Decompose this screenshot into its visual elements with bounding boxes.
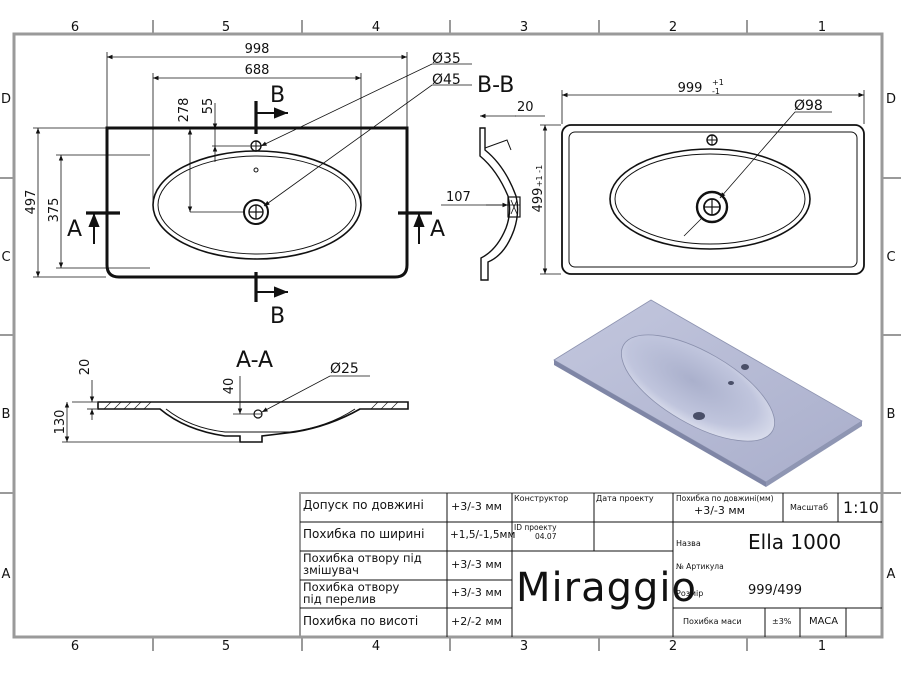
col-label-bottom: 6 [71,639,79,654]
length-tol-value: +3/-3 мм [694,504,745,517]
mass-tol-label: Похибка маси [683,617,742,626]
col-label-bottom: 5 [222,639,230,654]
col-label-top: 4 [372,20,380,35]
right-dim-height-tol: +1 -1 [535,165,544,187]
dim-height-label: 497 [24,190,39,215]
col-label-bottom: 4 [372,639,380,654]
date-label: Дата проекту [596,494,654,503]
section-b-bottom: B [270,304,285,329]
row-label-left: C [1,250,10,265]
top-view-annotations: 998 688 278 55 497 375 Ø35 Ø45 B B A A [24,42,461,329]
dia-45-label: Ø45 [432,72,461,88]
dia-25-label: Ø25 [330,361,359,377]
sink-3d-render [553,299,863,487]
col-label-top: 1 [818,20,826,35]
section-aa-dim-20: 20 [78,359,93,376]
tol-mixer-hole-label: Похибка отвору під змішувач [303,551,422,578]
brand-logo-text: Miraggio [516,565,697,611]
dim-inner-label: 688 [245,63,270,78]
name-label: Назва [676,539,701,548]
section-aa-title: A-A [236,348,273,373]
section-a-left: A [67,217,82,242]
tol-height-label: Похибка по висоті [303,614,419,628]
designer-label: Конструктор [514,494,569,503]
tol-length-value: +3/-3 мм [451,500,502,513]
section-aa-annotations: A-A 20 40 130 Ø25 [53,348,359,434]
dim-width-label: 998 [245,42,270,57]
col-label-bottom: 2 [669,639,677,654]
tol-overflow-hole-value: +3/-3 мм [451,586,502,599]
section-aa-dim-40: 40 [222,378,237,395]
right-view-annotations: 999 +1 -1 499 +1 -1 Ø98 [531,78,823,212]
dia-35-label: Ø35 [432,51,461,67]
row-label-right: B [887,407,896,422]
row-label-left: D [1,92,11,107]
section-aa-dim-130: 130 [53,410,68,435]
product-name: Ella 1000 [748,530,842,554]
right-dim-width-tol-lower: -1 [712,87,720,96]
right-dim-width-label: 999 [678,81,703,96]
project-id-label: ID проекту [514,523,557,532]
tol-overflow-hole-label: Похибка отвору під перелив [303,580,400,607]
section-aa-view [62,375,409,443]
section-bb-view [441,113,545,281]
scale-value: 1:10 [843,498,879,517]
col-label-top: 5 [222,20,230,35]
col-label-bottom: 1 [818,639,826,654]
dim-55-label: 55 [201,98,216,115]
row-label-right: A [887,567,896,582]
col-label-bottom: 3 [520,639,528,654]
section-bb-dim-20: 20 [517,100,534,115]
size-label: Розмір [676,589,704,598]
row-label-left: A [2,567,11,582]
section-b-top: B [270,83,285,108]
tol-width-label: Похибка по ширині [303,527,425,541]
length-tol-label: Похибка по довжині(мм) [676,494,774,503]
tol-length-label: Допуск по довжині [303,498,424,512]
project-id-value: 04.07 [535,532,557,541]
scale-label: Масштаб [790,503,829,512]
row-label-left: B [2,407,11,422]
dim-375-label: 375 [47,198,62,223]
material-label: MACA [809,616,839,627]
col-label-top: 2 [669,20,677,35]
tol-mixer-hole-value: +3/-3 мм [451,558,502,571]
dia-98-label: Ø98 [794,98,823,114]
section-a-right: A [430,217,445,242]
size-value: 999/499 [748,583,803,598]
article-label: № Артикула [676,562,724,571]
section-bb-title: B-B [477,73,514,98]
title-block [299,492,883,638]
row-label-right: C [886,250,895,265]
col-label-top: 6 [71,20,79,35]
right-view [540,90,865,275]
section-bb-annotations: B-B 20 107 [446,73,534,205]
col-label-top: 3 [520,20,528,35]
top-view [33,52,472,302]
row-label-right: D [886,92,896,107]
right-dim-width-tol-upper: +1 [712,78,724,87]
mass-tol-value: ±3% [772,617,792,626]
section-bb-dim-107: 107 [446,190,471,205]
right-dim-height-label: 499 [531,188,546,213]
dim-278-label: 278 [177,98,192,123]
tol-height-value: +2/-2 мм [451,615,502,628]
tol-width-value: +1,5/-1,5мм [450,529,516,541]
